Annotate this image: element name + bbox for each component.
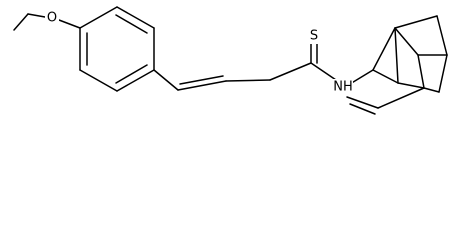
- bond-thiocarbonyl-amine: [310, 62, 337, 81]
- atom-label-amine: NH: [333, 79, 353, 95]
- bond-methyl-methylene: [13, 13, 29, 31]
- atom-label-sulfur: S: [307, 28, 321, 44]
- cage-bond-6: [346, 96, 379, 109]
- amine-nitrogen-label: NH: [333, 80, 353, 95]
- polycyclic-cage: [344, 15, 448, 115]
- cage-bond-12: [372, 69, 399, 84]
- ethyl-group: [13, 13, 46, 31]
- cage-bond-10: [438, 54, 448, 93]
- cage-bond-13: [397, 82, 425, 89]
- thiourea-group: [269, 41, 337, 81]
- bond-methylene-oxygen: [27, 13, 46, 18]
- sulfur-label: S: [310, 29, 318, 44]
- ring-bond-4: [116, 69, 155, 92]
- cage-bond-14: [394, 27, 399, 84]
- atom-label-oxygen: O: [45, 10, 59, 26]
- cage-bond-3: [394, 27, 419, 56]
- cage-bond-7: [394, 15, 438, 29]
- bond-nitrogen-thiocarbonyl: [269, 62, 312, 81]
- cage-bond-2: [372, 27, 396, 71]
- ring-bond-5: [79, 69, 118, 92]
- ring-bond-2: [116, 6, 155, 29]
- ring-double-bond-inner-1: [115, 14, 148, 34]
- benzene-ring: [79, 6, 155, 92]
- ring-double-bond-inner-2: [115, 64, 148, 84]
- cage-bond-5: [377, 87, 425, 109]
- bond-ring-methine: [153, 69, 179, 91]
- bond-nitrogen-nitrogen: [225, 79, 271, 82]
- cage-double-bond-inner: [349, 103, 376, 115]
- cage-bond-11: [423, 87, 440, 93]
- ring-bond-1: [79, 6, 118, 29]
- chemical-structure-diagram: O S NH: [13, 6, 448, 115]
- cage-bond-4: [417, 54, 425, 89]
- bond-methine-imine-nitrogen: [177, 80, 227, 91]
- cage-bond-8: [436, 15, 448, 56]
- imine-linker: [153, 69, 271, 91]
- oxygen-label: O: [47, 11, 57, 26]
- bond-oxygen-ring: [58, 19, 81, 29]
- bond-methine-imine-nitrogen-double: [179, 75, 224, 85]
